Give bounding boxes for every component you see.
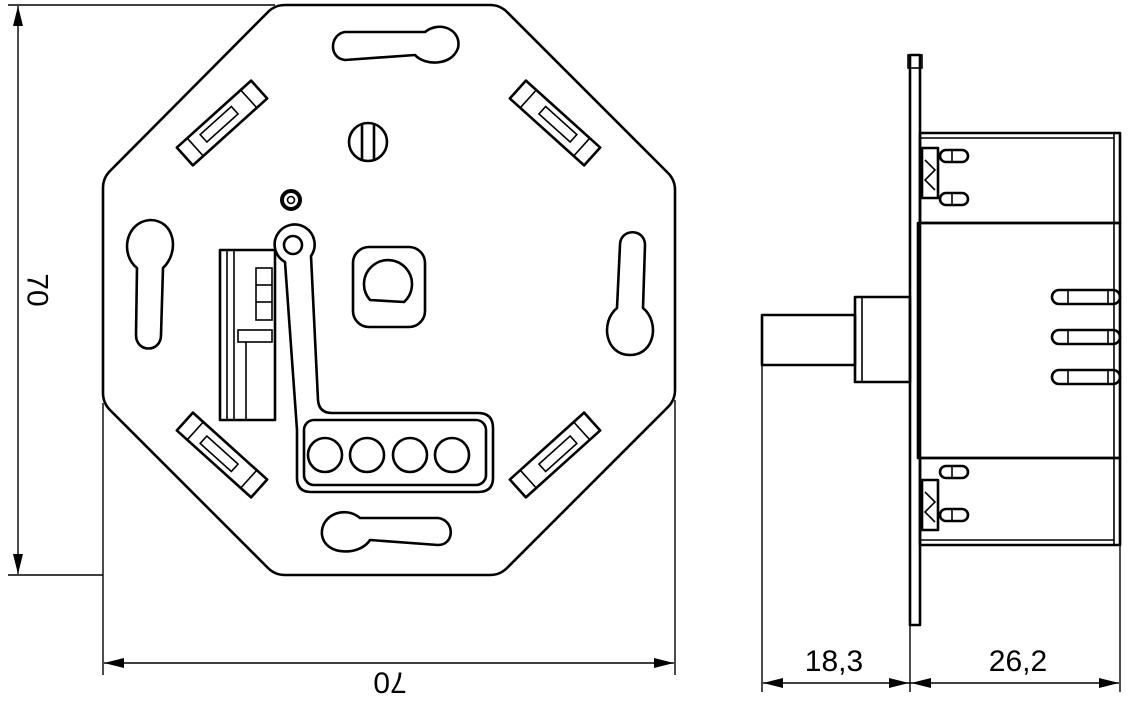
potentiometer-housing xyxy=(351,245,427,329)
arrowhead-right xyxy=(1099,678,1119,688)
component-block xyxy=(255,267,273,321)
housing-lower xyxy=(918,456,1122,547)
led-hole xyxy=(433,436,471,474)
clamp-window xyxy=(199,105,240,144)
clamp-divider xyxy=(240,89,258,109)
arrowhead-left xyxy=(911,678,931,688)
clamp-window xyxy=(537,105,578,144)
dimension-label-body-depth: 26,2 xyxy=(989,645,1047,678)
screw-head xyxy=(347,121,389,163)
indicator-ring xyxy=(280,189,302,211)
clamp-bottom-right xyxy=(508,411,602,499)
arrowhead-left xyxy=(763,678,783,688)
dimension-label-shaft-depth: 18,3 xyxy=(805,645,863,678)
led-holder-inner xyxy=(302,418,488,487)
lever-pivot xyxy=(282,234,304,256)
housing-upper xyxy=(918,131,1122,225)
potentiometer xyxy=(351,245,427,329)
front-width-dimension: 70 xyxy=(102,400,676,699)
clamp-screw xyxy=(938,507,970,523)
clamp-divider xyxy=(519,89,537,109)
front-height-dimension: 70 xyxy=(8,4,275,576)
plate-tab xyxy=(907,54,923,69)
keyhole-slot-right xyxy=(605,230,655,357)
adjustment-screw xyxy=(347,121,389,163)
arrowhead-right xyxy=(654,658,674,668)
clamp-screw xyxy=(938,191,970,207)
indicator-core xyxy=(286,195,296,205)
shaft-collar xyxy=(853,295,912,384)
arrowhead-left xyxy=(104,658,124,668)
arrowhead-down xyxy=(13,554,23,574)
clamp-divider xyxy=(186,137,204,157)
led-hole xyxy=(391,436,429,474)
clamp-divider xyxy=(186,421,204,441)
side-clamp-upper xyxy=(920,146,970,207)
light-guide-lever xyxy=(273,223,495,494)
led-hole xyxy=(348,436,386,474)
side-view: 18,3 26,2 xyxy=(760,53,1122,692)
lever-arm-outline xyxy=(273,223,495,494)
clamp-bracket xyxy=(920,146,940,200)
clamp-screw xyxy=(938,148,970,164)
terminal-pin xyxy=(1050,288,1122,306)
component-body xyxy=(218,248,277,422)
clamp-divider xyxy=(240,469,258,489)
clamp-window xyxy=(537,434,578,473)
keyhole-slot-left xyxy=(125,218,175,350)
arrowhead-right xyxy=(889,678,909,688)
side-depth-dimensions: 18,3 26,2 xyxy=(761,365,1121,692)
control-shaft xyxy=(760,313,857,367)
clamp-body xyxy=(508,79,602,167)
clamp-body xyxy=(175,411,269,499)
component-block xyxy=(237,329,273,343)
keyhole-slot-bottom xyxy=(320,510,453,553)
terminal-pin xyxy=(1050,368,1122,386)
clamp-top-left xyxy=(175,79,269,167)
clamp-bottom-left xyxy=(175,411,269,499)
front-view: 70 70 xyxy=(8,3,677,699)
octagon-mounting-plate xyxy=(101,3,677,577)
clamp-window xyxy=(199,434,240,473)
clamp-spring xyxy=(923,159,937,191)
triac-component xyxy=(218,248,277,422)
dimension-label-height: 70 xyxy=(21,273,54,306)
led-hole xyxy=(306,436,344,474)
clamp-divider xyxy=(573,137,591,157)
housing-middle xyxy=(916,221,1122,460)
clamp-top-right xyxy=(508,79,602,167)
terminal-pin xyxy=(1050,328,1122,346)
side-clamp-lower xyxy=(920,464,970,532)
keyhole-slot-top xyxy=(331,25,460,64)
clamp-body xyxy=(508,411,602,499)
dimension-label-width: 70 xyxy=(373,666,406,699)
potentiometer-shaft xyxy=(362,258,414,304)
terminal-pins xyxy=(1050,288,1122,386)
clamp-bracket xyxy=(920,478,940,532)
clamp-divider xyxy=(519,469,537,489)
clamp-divider xyxy=(573,421,591,441)
indicator-hole xyxy=(280,189,302,211)
arrowhead-up xyxy=(13,6,23,26)
clamp-spring xyxy=(923,491,937,523)
clamp-body xyxy=(175,79,269,167)
clamp-screw xyxy=(938,464,970,480)
